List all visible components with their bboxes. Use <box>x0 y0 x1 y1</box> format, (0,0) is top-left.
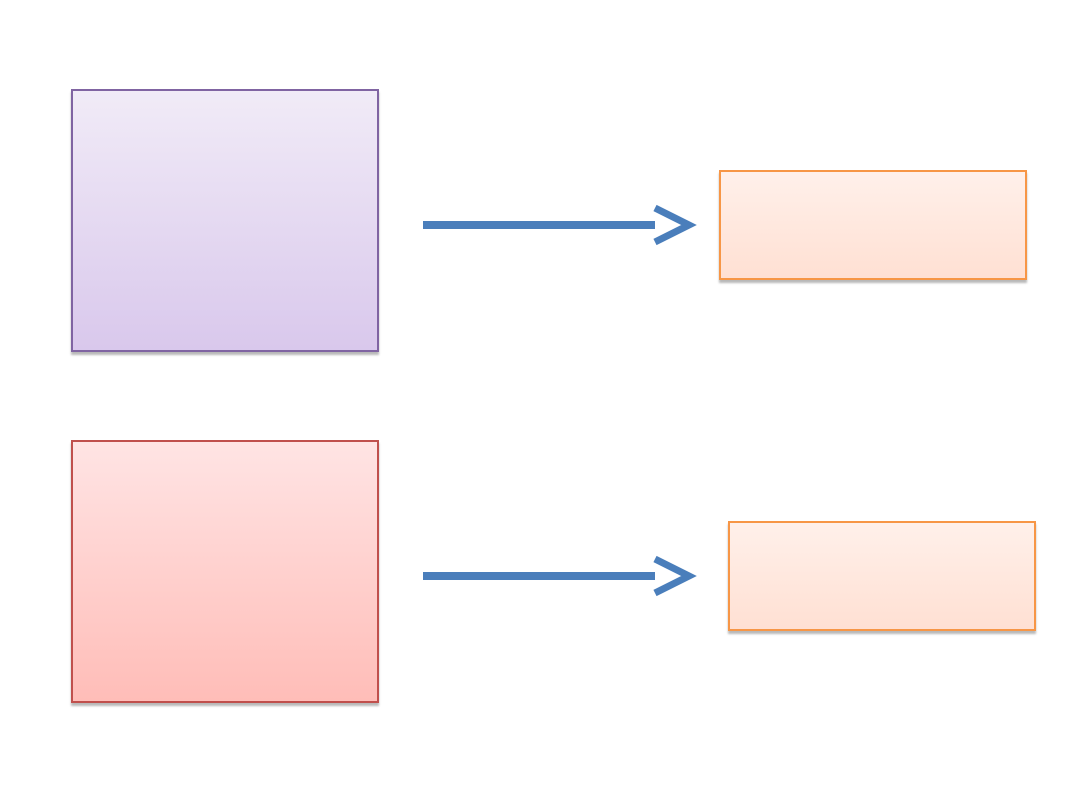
arrow-connector-bottom <box>423 555 697 597</box>
arrow-connector-top <box>423 204 697 246</box>
target-box-orange-bottom <box>728 521 1036 631</box>
arrow-connector-top-head <box>653 204 697 246</box>
target-box-orange-top <box>719 170 1027 280</box>
arrow-connector-bottom-head <box>653 555 697 597</box>
source-box-purple <box>71 89 379 352</box>
source-box-red <box>71 440 379 703</box>
